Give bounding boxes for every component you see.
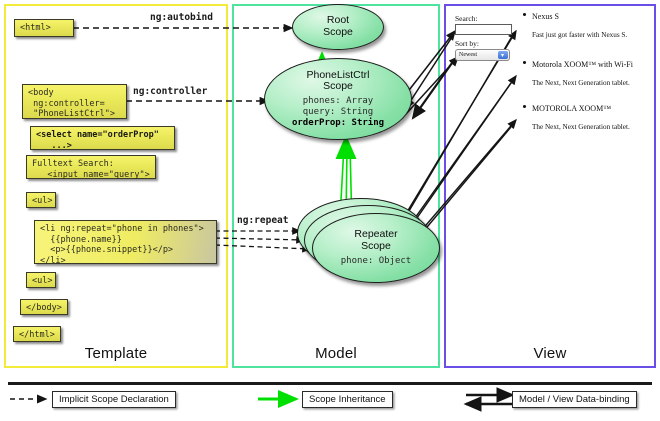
list-item-title: MOTOROLA XOOM™ <box>532 104 612 113</box>
body-controller-box[interactable]: <body ng:controller= "PhoneListCtrl"> <box>22 84 127 119</box>
sort-by-select[interactable]: Newest ▾ <box>455 49 510 61</box>
panel-model-label: Model <box>315 345 357 362</box>
list-item-title: Nexus S <box>532 12 559 21</box>
ul-close-box[interactable]: <ul> <box>26 272 56 288</box>
label-ng-repeat: ng:repeat <box>237 215 289 226</box>
panel-template-label: Template <box>84 345 148 362</box>
legend-data-binding: Model / View Data-binding <box>512 391 637 408</box>
bullet-icon <box>523 61 526 64</box>
list-item-snippet: The Next, Next Generation tablet. <box>532 79 630 87</box>
root-scope-title: Root Scope <box>323 14 353 38</box>
phonelistctrl-scope-props-bold: orderProp: String <box>291 117 385 128</box>
search-label: Search: <box>455 14 478 23</box>
list-item[interactable]: Nexus S <box>523 12 559 21</box>
phonelistctrl-scope-props-plain: phones: Array query: String <box>302 96 374 117</box>
bullet-icon <box>523 105 526 108</box>
html-open-box[interactable]: <html> <box>14 19 74 37</box>
body-close-box[interactable]: </body> <box>20 299 68 315</box>
sortby-label: Sort by: <box>455 39 479 48</box>
legend-scope-inheritance: Scope Inheritance <box>302 391 393 408</box>
chevron-down-icon[interactable]: ▾ <box>497 51 508 59</box>
repeater-scope-title: Repeater Scope <box>354 228 398 253</box>
legend-divider <box>8 382 652 385</box>
list-item-snippet: Fast just got faster with Nexus S. <box>532 31 628 39</box>
phonelistctrl-scope[interactable]: PhoneListCtrl Scope phones: Array query:… <box>264 58 412 140</box>
sort-by-selected-value: Newest <box>459 52 477 58</box>
fulltext-search-box[interactable]: Fulltext Search: <input name="query"> <box>26 155 156 180</box>
list-item[interactable]: MOTOROLA XOOM™ <box>523 104 612 113</box>
select-orderprop-box[interactable]: <select name="orderProp" ...> <box>30 126 175 151</box>
list-item-snippet: The Next, Next Generation tablet. <box>532 123 630 131</box>
list-item[interactable]: Motorola XOOM™ with Wi-Fi <box>523 60 633 69</box>
ul-open-box[interactable]: <ul> <box>26 192 56 208</box>
label-ng-controller: ng:controller <box>133 86 208 97</box>
list-item-title: Motorola XOOM™ with Wi-Fi <box>532 60 633 69</box>
html-close-box[interactable]: </html> <box>13 326 61 342</box>
repeater-scope[interactable]: Repeater Scope phone: Object <box>312 213 440 283</box>
legend: Implicit Scope Declaration Scope Inherit… <box>0 380 660 421</box>
bullet-icon <box>523 13 526 16</box>
label-ng-autobind: ng:autobind <box>150 12 213 23</box>
root-scope[interactable]: Root Scope <box>292 4 384 50</box>
search-input[interactable] <box>455 24 512 35</box>
repeater-scope-props: phone: Object <box>340 255 412 266</box>
panel-view-label: View <box>533 345 567 362</box>
li-ngrepeat-box[interactable]: <li ng:repeat="phone in phones"> {{phone… <box>34 220 217 266</box>
phonelistctrl-scope-title: PhoneListCtrl Scope <box>306 68 370 93</box>
legend-implicit-scope: Implicit Scope Declaration <box>52 391 176 408</box>
